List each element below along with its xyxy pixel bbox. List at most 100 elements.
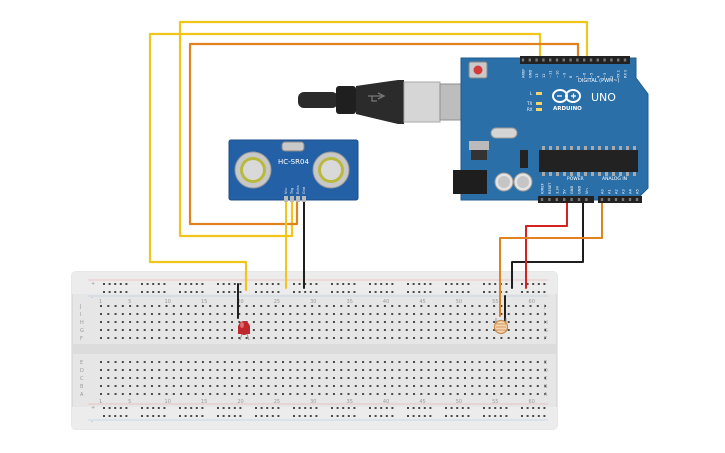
led-tx-label: TX [526,101,532,106]
center-channel [72,344,557,354]
sensor-pin-label: Trig [290,188,294,195]
digital-pin-label: ~3 [603,73,607,78]
power-pin-label: RESET [548,182,552,194]
row-letter: I [544,312,545,318]
led-rx-label: RX [527,107,533,112]
rail-minus-label-bottom: - [91,419,93,425]
column-number: 1 [99,399,102,405]
row-letter: F [544,336,547,342]
column-number: 45 [419,399,425,405]
column-number: 5 [128,399,131,405]
digital-pin-label: ~6 [583,72,587,78]
digital-header [520,56,630,64]
digital-header-label: DIGITAL (PWM~) [578,78,620,84]
analog-pin-label: A4 [629,189,633,194]
reset-button-cap [473,65,483,75]
arduino-model: UNO [591,91,616,104]
digital-pin-label: AREF [522,69,526,78]
analog-pin-label: A1 [608,189,612,194]
analog-header [598,196,642,203]
row-letter: G [544,328,548,334]
analog-pin-label: A3 [622,189,626,194]
sensor-pin-label: Vcc [284,188,288,194]
power-pin-label: GND [570,186,574,194]
sensor-pins [284,196,306,202]
digital-pin-label: 2 [610,76,614,78]
column-number: 45 [419,299,425,305]
sensor-pin-label: Echo [296,186,300,195]
wires [148,20,603,323]
led-tx-indicator [536,102,542,105]
row-letter: D [80,368,84,374]
analog-pin-label: A0 [601,189,605,194]
wire-yellow-led[interactable] [178,20,589,238]
column-number: 30 [310,299,316,305]
column-number: 10 [165,399,171,405]
wire-yellow-echo[interactable] [148,32,542,292]
row-letter: E [80,360,83,366]
column-number: 20 [237,399,243,405]
column-number: 35 [347,399,353,405]
led-rx-indicator [536,108,542,111]
digital-pin-label: 4 [596,75,600,78]
power-pin-label: Vin [585,188,589,194]
power-header [538,196,594,203]
rail-plus-label-top: + [91,281,95,287]
digital-pin-label: 7 [576,76,580,78]
chip-legs [542,146,636,176]
led-l-label: L [530,91,533,96]
analog-header-label: ANALOG IN [602,176,627,182]
usb-cable[interactable] [298,80,487,124]
atmega-chip [539,150,638,172]
power-pin-label: GND [578,186,582,194]
column-number: 20 [237,299,243,305]
digital-pin-label: ~5 [590,73,594,78]
digital-pin-label: ~9 [562,72,566,78]
row-letter: F [80,336,83,342]
arduino-brand: ARDUINO [553,106,582,112]
column-number: 25 [274,299,280,305]
digital-pin-label: TX 1 [617,70,621,79]
digital-pin-label: GND [528,70,532,78]
column-number: 15 [201,399,207,405]
power-pin-label: 3.3V [555,185,559,194]
digital-pin-label: 12 [542,73,546,78]
digital-pin-label: 13 [535,73,539,78]
led[interactable] [238,321,250,341]
led-l-indicator [536,92,542,95]
column-number: 30 [310,399,316,405]
sensor-pin-label: Gnd [302,187,306,194]
digital-pin-label: RX 0 [624,69,628,78]
row-letter: B [80,384,84,390]
row-letter: A [80,392,84,398]
power-pin-label: IOREF [541,183,545,194]
wire-orange-trig[interactable] [188,42,580,226]
power-rail-lines [88,279,548,421]
photoresistor[interactable] [493,318,509,335]
row-letter: C [80,376,84,382]
column-number: 1 [99,299,102,305]
digital-pin-holes [521,58,627,62]
column-number: 60 [529,399,535,405]
row-letter: E [544,360,547,366]
wire-red-5v[interactable] [525,199,568,289]
power-jack [453,170,487,194]
wire-black-arduino-gnd[interactable] [511,199,584,289]
column-number: 40 [383,399,389,405]
digital-pin-label: ~11 [549,70,553,78]
wire-orange-a0[interactable] [499,199,603,317]
column-number: 60 [529,299,535,305]
power-header-label: POWER [567,176,584,182]
sensor-label: HC-SR04 [278,158,309,166]
column-number: 55 [492,399,498,405]
